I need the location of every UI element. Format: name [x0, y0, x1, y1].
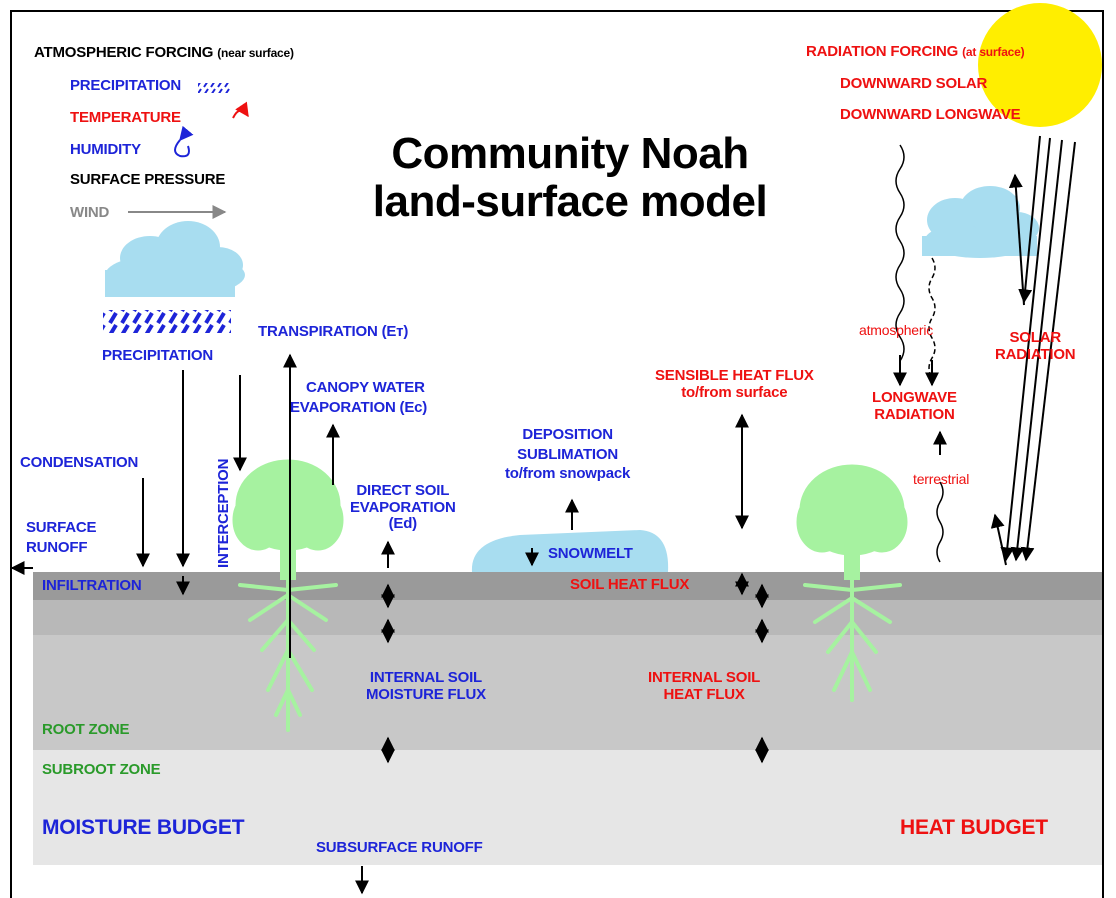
direct-soil-evap-line-1: DIRECT SOIL	[356, 482, 450, 499]
right-cloud-icon	[922, 186, 1039, 258]
moisture-budget-label: MOISTURE BUDGET	[42, 816, 245, 839]
snowpack-shape	[471, 530, 669, 572]
precipitation-label: PRECIPITATION	[102, 347, 214, 364]
reflected-solar-1	[990, 513, 1007, 566]
soil-layer-subroot	[33, 750, 1102, 865]
solar-line-1: SOLAR	[1009, 329, 1061, 346]
condensation-label: CONDENSATION	[20, 454, 139, 471]
snowmelt-label: SNOWMELT	[548, 545, 633, 562]
legend-downward-solar: DOWNWARD SOLAR	[840, 75, 988, 92]
solar-line-2: RADIATION	[995, 345, 1076, 363]
soil-heat-flux-label: SOIL HEAT FLUX	[570, 576, 690, 593]
internal-heat-flux-label: INTERNAL SOIL HEAT FLUX	[648, 669, 761, 703]
subsurface-runoff-label: SUBSURFACE RUNOFF	[316, 839, 483, 856]
longwave-line-1: LONGWAVE	[872, 389, 957, 406]
title-line-2: land-surface model	[372, 176, 768, 226]
solar-ray-1	[1000, 137, 1051, 562]
sensible-heat-line-2: to/from surface	[681, 383, 788, 401]
sun-icon	[978, 3, 1102, 127]
direct-soil-evap-label: DIRECT SOIL EVAPORATION (Ed)	[350, 482, 456, 533]
rain-cloud-icon	[105, 221, 245, 297]
infiltration-label: INFILTRATION	[42, 577, 142, 594]
longwave-line-2: RADIATION	[874, 405, 955, 423]
surface-runoff-label-2: RUNOFF	[26, 539, 88, 556]
legend-humidity: HUMIDITY	[70, 141, 141, 158]
internal-moisture-line-2: MOISTURE FLUX	[366, 685, 486, 703]
canopy-evap-label-2: EVAPORATION (Ec)	[290, 399, 428, 416]
direct-soil-evap-line-2: EVAPORATION	[350, 498, 456, 516]
internal-moisture-line-1: INTERNAL SOIL	[369, 669, 483, 686]
radiation-forcing-heading: RADIATION FORCING (at surface)	[806, 43, 1025, 61]
temperature-legend-icon	[232, 101, 249, 119]
surface-runoff-label-1: SURFACE	[26, 519, 97, 536]
deposition-line-3: to/from snowpack	[505, 465, 631, 482]
radiation-forcing-title: RADIATION FORCING	[806, 43, 959, 60]
deposition-line-2: SUBLIMATION	[517, 445, 618, 463]
solar-radiation-label: SOLAR RADIATION	[995, 329, 1076, 363]
precip-legend-icon	[198, 83, 230, 93]
atmospheric-forcing-qualifier: (near surface)	[217, 46, 294, 60]
atmospheric-forcing-title: ATMOSPHERIC FORCING	[34, 44, 214, 61]
subroot-zone-label: SUBROOT ZONE	[42, 761, 161, 778]
left-tree-icon	[232, 459, 344, 732]
interception-label: INTERCEPTION	[215, 458, 232, 568]
internal-heat-line-1: INTERNAL SOIL	[648, 669, 761, 686]
terrestrial-wave	[936, 481, 944, 563]
deposition-line-1: DEPOSITION	[522, 426, 613, 443]
cloud-longwave-wave	[928, 257, 936, 379]
internal-heat-line-2: HEAT FLUX	[663, 685, 745, 703]
atmospheric-forcing-heading: ATMOSPHERIC FORCING (near surface)	[34, 44, 294, 62]
legend-downward-longwave: DOWNWARD LONGWAVE	[840, 106, 1021, 123]
sensible-heat-line-1: SENSIBLE HEAT FLUX	[655, 367, 814, 384]
diagram-title: Community Noah land-surface model	[340, 130, 800, 225]
legend-surface-pressure: SURFACE PRESSURE	[70, 171, 226, 188]
solar-ray-2	[1010, 139, 1063, 562]
root-zone-label: ROOT ZONE	[42, 721, 130, 738]
deposition-sublimation-label: DEPOSITION SUBLIMATION to/from snowpack	[505, 426, 631, 483]
heat-budget-label: HEAT BUDGET	[900, 816, 1048, 839]
soil-layer-root	[33, 635, 1102, 750]
reflected-solar-2	[1008, 173, 1025, 306]
title-line-1: Community Noah	[391, 129, 749, 178]
legend-wind: WIND	[70, 204, 110, 221]
direct-soil-evap-line-3: (Ed)	[388, 515, 418, 532]
legend-precipitation: PRECIPITATION	[70, 77, 182, 94]
radiation-forcing-qualifier: (at surface)	[962, 45, 1025, 59]
atmospheric-label: atmospheric	[859, 322, 934, 338]
legend-temperature: TEMPERATURE	[70, 109, 181, 126]
internal-moisture-flux-label: INTERNAL SOIL MOISTURE FLUX	[366, 669, 486, 703]
soil-layer-2	[33, 600, 1102, 635]
rain-band-icon	[103, 310, 231, 333]
solar-ray-3	[1020, 141, 1076, 562]
right-tree-icon	[796, 464, 908, 702]
diagram-frame	[10, 10, 1104, 898]
terrestrial-label: terrestrial	[913, 471, 970, 487]
transpiration-label: TRANSPIRATION (Eт)	[258, 323, 409, 340]
sensible-heat-flux-label: SENSIBLE HEAT FLUX to/from surface	[655, 367, 814, 401]
longwave-radiation-label: LONGWAVE RADIATION	[872, 389, 957, 423]
flux-arrows	[10, 135, 1076, 895]
soil-layer-surface	[33, 572, 1102, 600]
canopy-evap-label-1: CANOPY WATER	[306, 379, 425, 396]
downward-longwave-wave	[895, 144, 905, 362]
solar-ray-4	[1018, 135, 1041, 304]
humidity-legend-icon	[174, 125, 194, 158]
